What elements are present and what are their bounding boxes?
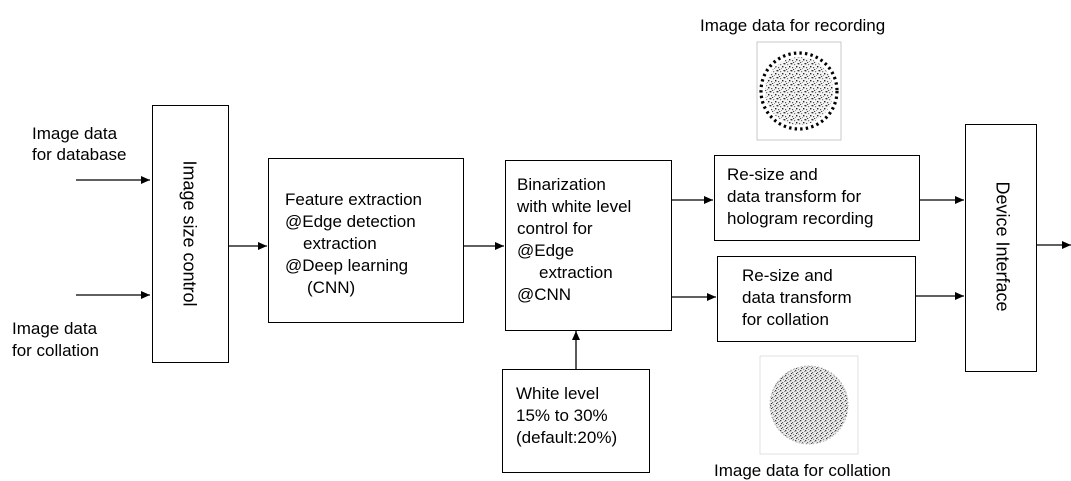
binarization-line3: control for (517, 219, 593, 238)
binarization-line1: Binarization (517, 175, 606, 194)
feature-deep-learning: @Deep learning (285, 256, 409, 275)
recording-transform-line2: data transform for (727, 187, 862, 206)
collation-input-label-line1: Image data (12, 319, 98, 338)
collation-transform-line3: for collation (742, 310, 829, 329)
feature-cnn: (CNN) (307, 278, 356, 297)
white-level-box: White level 15% to 30% (default:20%) (502, 369, 650, 473)
white-level-range: 15% to 30% (516, 406, 608, 425)
database-input-label-line2: for database (32, 145, 127, 164)
feature-extraction-box: Feature extraction @Edge detection extra… (268, 158, 464, 323)
binarization-edge: @Edge (517, 241, 574, 260)
collation-input-label-line2: for collation (12, 341, 99, 360)
collation-image-thumbnail (759, 355, 859, 455)
recording-transform-box: Re-size and data transform for hologram … (714, 155, 920, 241)
feature-edge-detection: @Edge detection (285, 212, 416, 231)
recording-transform-line3: hologram recording (727, 209, 874, 228)
device-interface-box: Device Interface (965, 124, 1037, 372)
image-size-control-box: Image size control (152, 105, 229, 363)
recording-image-label: Image data for recording (700, 16, 886, 35)
collation-transform-box: Re-size and data transform for collation (717, 256, 916, 342)
database-input-label-line1: Image data (32, 124, 118, 143)
binarization-extraction: extraction (539, 263, 613, 282)
device-interface-label: Device Interface (992, 181, 1013, 312)
feature-extraction-title: Feature extraction (285, 190, 423, 209)
collation-image-label: Image data for collation (714, 461, 891, 480)
image-size-control-label: Image size control (179, 160, 200, 307)
binarization-cnn: @CNN (517, 285, 572, 304)
binarization-line2: with white level (517, 197, 632, 216)
binarization-box: Binarization with white level control fo… (505, 160, 672, 331)
feature-extraction-sub: extraction (303, 234, 377, 253)
white-level-title: White level (516, 384, 600, 403)
recording-image-thumbnail (756, 41, 842, 141)
collation-transform-line2: data transform (742, 288, 852, 307)
recording-transform-line1: Re-size and (727, 165, 818, 184)
collation-transform-line1: Re-size and (742, 266, 833, 285)
white-level-default: (default:20%) (516, 428, 618, 447)
